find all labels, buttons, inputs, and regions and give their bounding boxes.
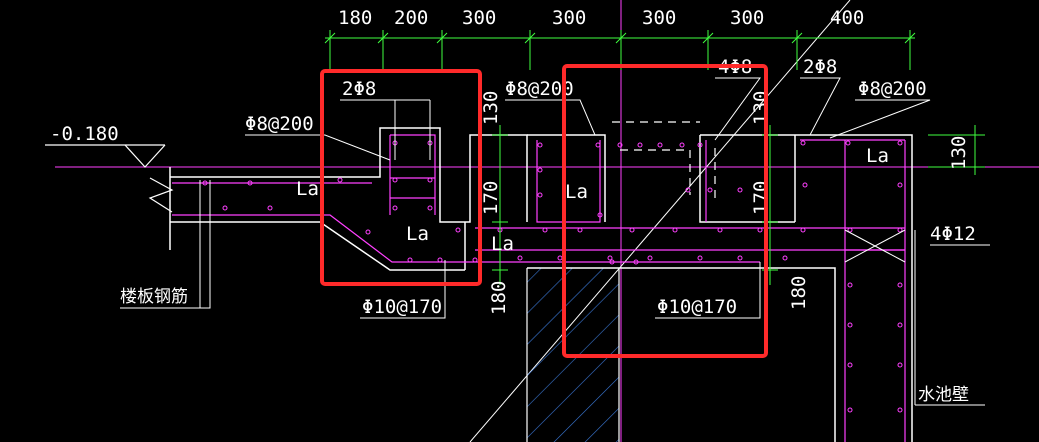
dimension-vertical-2: 130 [750, 91, 772, 125]
dimension-top-3: 300 [462, 7, 496, 29]
label-stirrup-right: Φ8@200 [858, 78, 927, 100]
label-top-bar-left: 2Φ8 [342, 78, 376, 100]
rebar-dots [202, 140, 903, 413]
dimension-vertical-3: 130 [948, 136, 970, 170]
label-pool-wall: 水池壁 [918, 385, 969, 405]
dimension-top-2: 200 [394, 7, 428, 29]
leader-lines [120, 77, 990, 406]
dimension-vertical-5: 170 [750, 181, 772, 215]
label-anchor-4: La [565, 181, 588, 203]
label-anchor-2: La [406, 223, 429, 245]
dashed-stirrup [612, 121, 716, 200]
dimension-vertical-6: 180 [488, 281, 510, 315]
elevation-label: -0.180 [50, 123, 119, 145]
label-slab-stirrup: Φ8@200 [505, 78, 574, 100]
highlight-box-left [320, 69, 482, 286]
break-line [148, 177, 174, 213]
label-stirrup-bottom-left: Φ10@170 [362, 296, 442, 318]
label-stirrup-bottom-middle: Φ10@170 [657, 296, 737, 318]
label-bottom-bar-right: 4Φ12 [930, 223, 976, 245]
dimension-top-4: 300 [552, 7, 586, 29]
dimension-vertical-4: 170 [480, 181, 502, 215]
dimension-top-1: 180 [338, 7, 372, 29]
label-anchor-3: La [491, 233, 514, 255]
dimension-top-5: 300 [642, 7, 676, 29]
rebar-lines [172, 134, 906, 442]
label-anchor-1: La [296, 178, 319, 200]
dimension-vertical-7: 180 [788, 276, 810, 310]
pool-wall-outline [527, 134, 913, 442]
dimension-top-6: 300 [730, 7, 764, 29]
highlight-box-middle [562, 64, 768, 358]
label-anchor-5: La [866, 145, 889, 167]
elevation-marker [45, 144, 166, 168]
label-top-bar-right: 2Φ8 [803, 56, 837, 78]
dimension-vertical-1: 130 [480, 91, 502, 125]
dimension-top-7: 400 [830, 7, 864, 29]
label-slab-rebar: 楼板钢筋 [120, 287, 188, 307]
dimension-lines-top [324, 30, 916, 70]
label-stirrup-left: Φ8@200 [245, 113, 314, 135]
